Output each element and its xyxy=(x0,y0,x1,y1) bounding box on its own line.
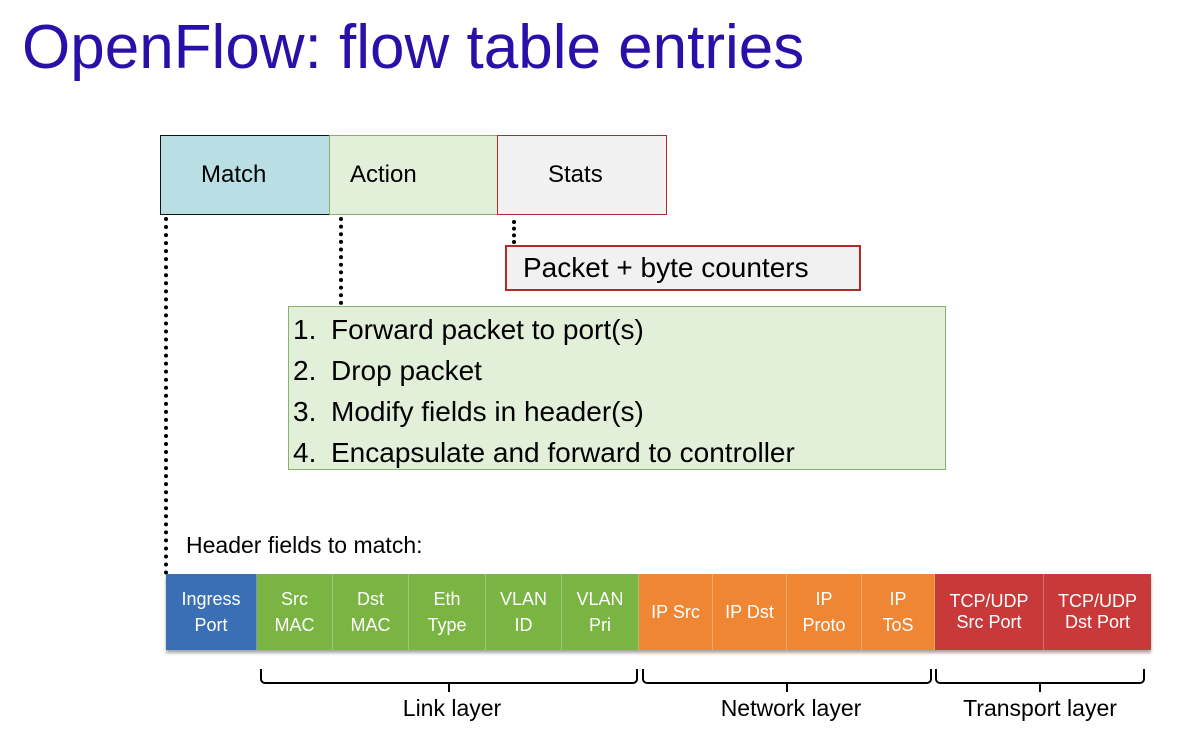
actions-list: 1. Forward packet to port(s) 2. Drop pac… xyxy=(288,306,946,470)
field-label-line2: Port xyxy=(194,615,228,635)
field-label-line1: VLAN xyxy=(499,589,548,609)
action-number: 1. xyxy=(293,314,317,345)
action-text: Forward packet to port(s) xyxy=(331,314,644,345)
action-connector xyxy=(339,217,343,305)
field-label-line2: ID xyxy=(514,615,533,635)
action-number: 4. xyxy=(293,437,317,468)
action-text: Drop packet xyxy=(331,355,482,386)
link-layer-brace xyxy=(260,669,638,692)
action-item: 2. Drop packet xyxy=(293,350,945,391)
field-vlan-pri: VLAN Pri xyxy=(562,574,639,650)
action-label: Action xyxy=(350,161,417,188)
field-tcp-udp-dst-port: TCP/UDP Dst Port xyxy=(1044,574,1151,650)
field-ip-dst: IP Dst xyxy=(713,574,787,650)
action-text: Encapsulate and forward to controller xyxy=(331,437,795,468)
stats-detail-text: Packet + byte counters xyxy=(523,252,809,283)
field-label-line1: IP xyxy=(815,589,833,609)
network-layer-label: Network layer xyxy=(720,695,862,721)
link-layer-label: Link layer xyxy=(402,695,502,721)
transport-layer-label: Transport layer xyxy=(963,695,1117,721)
network-layer-brace xyxy=(642,669,932,692)
slide-title: OpenFlow: flow table entries xyxy=(22,13,805,82)
header-fields-label: Header fields to match: xyxy=(186,532,423,558)
action-item: 3. Modify fields in header(s) xyxy=(293,391,945,432)
stats-connector xyxy=(512,220,516,244)
match-connector xyxy=(164,217,168,575)
match-cell: Match xyxy=(160,135,330,215)
action-text: Modify fields in header(s) xyxy=(331,396,644,427)
action-item: 4. Encapsulate and forward to controller xyxy=(293,432,945,473)
action-cell: Action xyxy=(329,135,499,215)
field-label-line2: Proto xyxy=(802,615,846,635)
field-label-line2: ToS xyxy=(882,615,914,635)
field-label-line1: TCP/UDP xyxy=(1057,591,1137,611)
field-ip-tos: IP ToS xyxy=(862,574,935,650)
field-ingress-port: Ingress Port xyxy=(166,574,257,650)
field-label-line1: Eth xyxy=(433,589,461,609)
field-label-line1: IP Dst xyxy=(725,602,774,622)
field-label-line2: Pri xyxy=(589,615,611,635)
stats-cell: Stats xyxy=(497,135,667,215)
header-field-bar: Ingress Port Src MAC Dst MAC Eth Type VL… xyxy=(166,574,1151,650)
field-label-line1: Dst xyxy=(357,589,384,609)
transport-layer-brace xyxy=(935,669,1145,692)
field-label-line1: Ingress xyxy=(181,589,241,609)
field-tcp-udp-src-port: TCP/UDP Src Port xyxy=(935,574,1044,650)
field-label-line2: MAC xyxy=(350,615,391,635)
field-label-line2: Type xyxy=(427,615,467,635)
match-label: Match xyxy=(201,161,267,188)
field-label-line1: Src xyxy=(281,589,308,609)
field-label-line2: MAC xyxy=(274,615,315,635)
field-label-line1: TCP/UDP xyxy=(949,591,1029,611)
field-src-mac: Src MAC xyxy=(257,574,333,650)
field-eth-type: Eth Type xyxy=(409,574,486,650)
field-label-line1: VLAN xyxy=(576,589,624,609)
action-item: 1. Forward packet to port(s) xyxy=(293,309,945,350)
field-vlan-id: VLAN ID xyxy=(486,574,562,650)
action-number: 3. xyxy=(293,396,317,427)
field-label-line2: Dst Port xyxy=(1064,612,1130,632)
stats-detail-box: Packet + byte counters xyxy=(505,245,861,291)
field-dst-mac: Dst MAC xyxy=(333,574,409,650)
field-ip-src: IP Src xyxy=(639,574,713,650)
field-label-line1: IP Src xyxy=(651,602,700,622)
field-label-line1: IP xyxy=(889,589,907,609)
field-ip-proto: IP Proto xyxy=(787,574,862,650)
field-label-line2: Src Port xyxy=(956,612,1022,632)
stats-label: Stats xyxy=(548,161,603,188)
action-number: 2. xyxy=(293,355,317,386)
